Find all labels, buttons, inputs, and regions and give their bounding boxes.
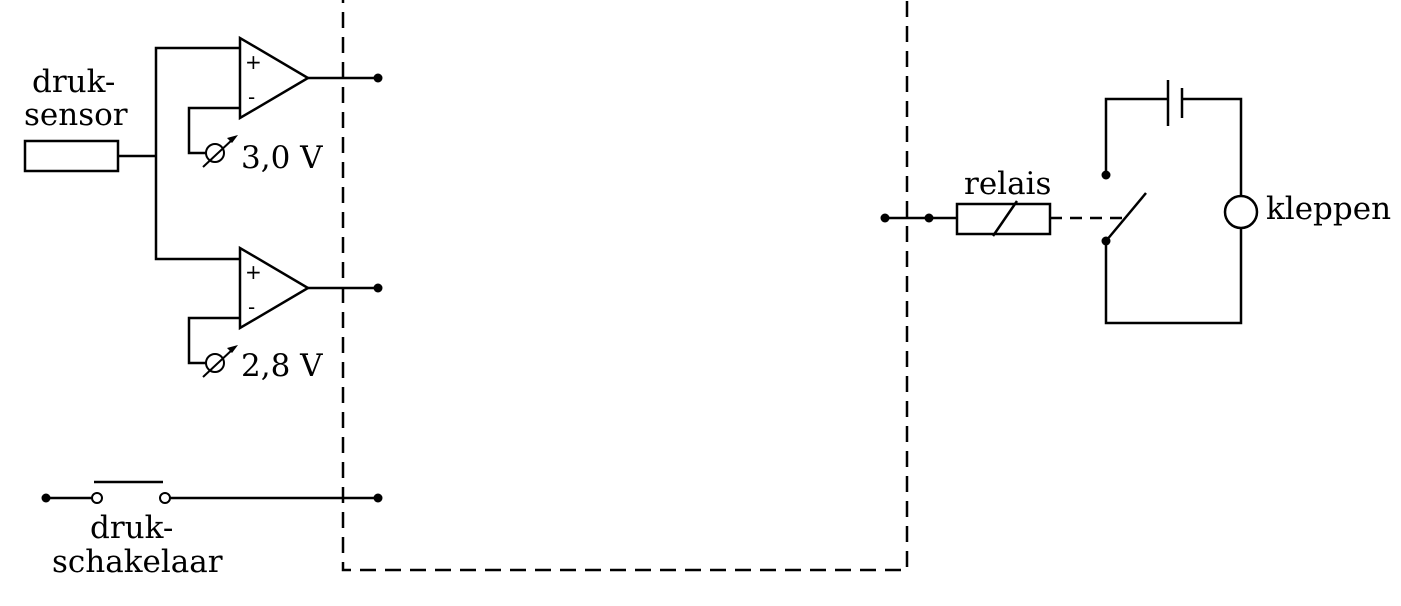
comparator-top-output-terminal[interactable] — [373, 73, 383, 83]
sensor-bus-wire — [154, 46, 240, 261]
push-button-label-line2: schakelaar — [52, 544, 223, 580]
comparator-bottom-plus: + — [245, 260, 262, 284]
comparator-bottom-reference-label: 2,8 V — [241, 348, 323, 384]
comparator-bottom-output-terminal[interactable] — [373, 283, 383, 293]
output-circuit — [1101, 80, 1259, 325]
comparator-top — [187, 35, 378, 155]
valves-label: kleppen — [1266, 191, 1391, 227]
pressure-sensor-label-line2: sensor — [24, 97, 128, 133]
comparator-top-plus: + — [245, 50, 262, 74]
comparator-bottom-minus: - — [248, 295, 255, 319]
push-button-output-terminal[interactable] — [373, 493, 383, 503]
processing-box — [341, 0, 909, 572]
adjustable-reference-top-icon — [202, 135, 238, 168]
comparator-top-reference-label: 3,0 V — [241, 140, 323, 176]
comparator-bottom — [187, 245, 378, 365]
pressure-sensor — [23, 139, 156, 173]
push-button-switch — [41, 480, 378, 504]
relay-label: relais — [964, 166, 1051, 202]
push-button-label-line1: druk- — [90, 510, 173, 546]
pressure-sensor-label-line1: druk- — [32, 64, 115, 100]
adjustable-reference-bottom-icon — [202, 345, 238, 378]
comparator-top-minus: - — [248, 85, 255, 109]
